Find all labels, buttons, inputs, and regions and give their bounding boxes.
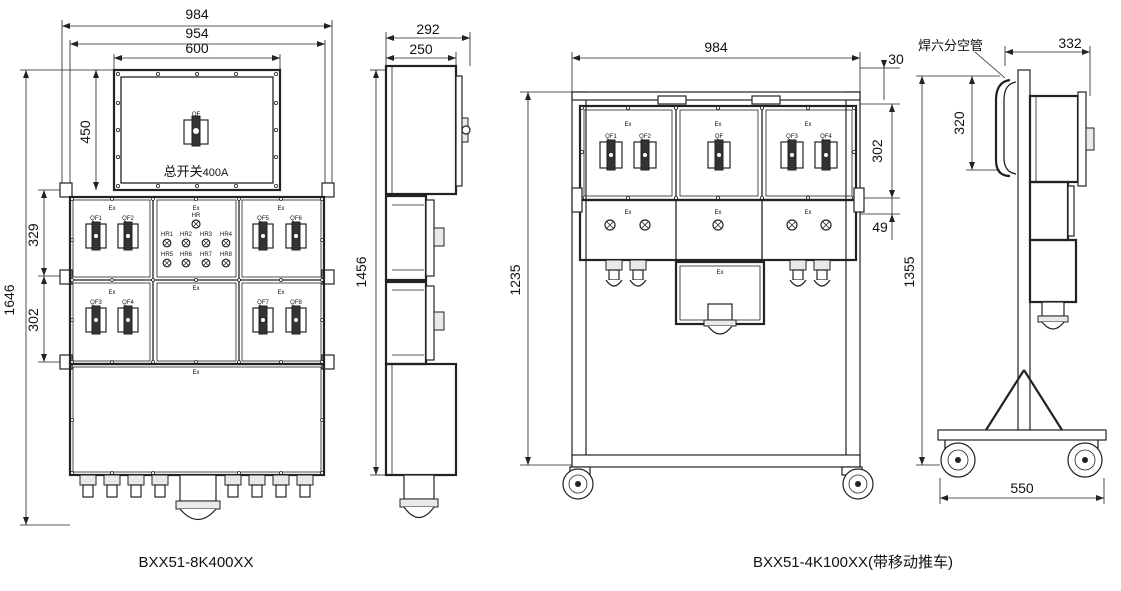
svg-text:HR3: HR3 [200, 232, 213, 238]
main-switch-label-rating: 400A [203, 167, 229, 179]
breaker-qf1: QF1 [599, 134, 623, 171]
dim-top-box-height: 450 [77, 120, 93, 144]
svg-text:QF1: QF1 [90, 216, 102, 222]
svg-text:HR5: HR5 [161, 252, 174, 258]
side-brackets [571, 187, 865, 213]
dim-cart-width: 984 [704, 39, 728, 55]
top-box-bolts [116, 72, 278, 188]
dim-depth-outer: 292 [416, 21, 440, 37]
cart-side-view: 焊六分空管 332 320 1355 [901, 35, 1107, 504]
svg-text:QF4: QF4 [122, 300, 134, 306]
svg-text:QF7: QF7 [257, 300, 269, 306]
breaker-qf1: QF1 [85, 216, 107, 251]
dim-cart-height: 1355 [901, 256, 917, 287]
tube-label: 焊六分空管 [918, 38, 983, 54]
cable-glands [79, 474, 314, 521]
breaker-qf8: QF8 [285, 300, 307, 335]
dim-overall-height: 1646 [1, 284, 17, 315]
ex-mark: Ex [804, 210, 811, 216]
svg-text:HR4: HR4 [220, 232, 233, 238]
right-lamps [604, 219, 832, 231]
main-switch-label-cn: 总开关 [164, 165, 203, 180]
breaker-qf2: QF2 [633, 134, 657, 171]
dim-row-height-2: 302 [25, 308, 41, 332]
main-switch-label: 总开关400A [164, 165, 229, 180]
dim-inner-width: 954 [185, 25, 209, 41]
breaker-qf6: QF6 [285, 216, 307, 251]
bottom-box-bolts [70, 418, 324, 475]
dim-base-width: 550 [1010, 480, 1034, 496]
dim-offset-small: 30 [888, 51, 904, 67]
dim-top-box-width: 600 [185, 40, 209, 56]
right-cable-glands [605, 259, 831, 287]
ex-mark: Ex [108, 206, 115, 212]
svg-text:HR1: HR1 [161, 232, 174, 238]
svg-text:HR7: HR7 [200, 252, 213, 258]
svg-text:QF4: QF4 [820, 134, 832, 140]
svg-text:HR6: HR6 [180, 252, 193, 258]
ex-mark: Ex [714, 122, 721, 128]
dim-cart-upper-height: 320 [951, 111, 967, 135]
breaker-qf3: QF3 [780, 134, 804, 171]
ex-mark: Ex [192, 370, 199, 376]
ex-mark: Ex [108, 290, 115, 296]
breaker-qf4: QF4 [814, 134, 838, 171]
dim-lower-gap: 49 [872, 219, 888, 235]
breaker-qf3: QF3 [85, 300, 107, 335]
left-caption: BXX51-8K400XX [138, 554, 253, 571]
dim-row-height-1: 329 [25, 223, 41, 247]
svg-text:QF6: QF6 [290, 216, 302, 222]
svg-text:HR8: HR8 [220, 252, 233, 258]
indicator-lamps: HR HR1 HR2 HR3 HR4 HR5 HR6 HR7 HR8 [161, 213, 233, 268]
ex-mark: Ex [716, 270, 723, 276]
side-view: 292 250 1456 [353, 21, 471, 519]
frame-bolts [70, 197, 324, 364]
dim-top-width: 332 [1058, 35, 1082, 51]
cart-wheels [562, 466, 874, 500]
ex-mark: Ex [624, 122, 631, 128]
left-front-view: 984 954 600 1646 450 329 302 [1, 6, 335, 526]
breaker-qf5: QF5 [252, 216, 274, 251]
dim-frame-height: 1235 [507, 264, 523, 295]
svg-text:QF8: QF8 [290, 300, 302, 306]
dim-upper-height: 302 [869, 139, 885, 163]
svg-text:QF2: QF2 [122, 216, 134, 222]
svg-text:QF1: QF1 [605, 134, 617, 140]
dim-side-height: 1456 [353, 256, 369, 287]
ex-mark: Ex [277, 290, 284, 296]
svg-text:QF3: QF3 [90, 300, 102, 306]
cart-side-wheels [940, 442, 1103, 478]
right-front-view: 984 30 1235 302 49 [507, 39, 904, 500]
svg-text:QF3: QF3 [786, 134, 798, 140]
svg-text:QF: QF [715, 134, 724, 140]
ex-mark: Ex [714, 210, 721, 216]
svg-text:QF2: QF2 [639, 134, 651, 140]
right-caption: BXX51-4K100XX(带移动推车) [753, 554, 953, 571]
svg-text:QF5: QF5 [257, 216, 269, 222]
ex-mark: Ex [804, 122, 811, 128]
svg-text:HR: HR [192, 213, 201, 219]
dim-overall-width: 984 [185, 6, 209, 22]
breaker-qf4: QF4 [117, 300, 139, 335]
main-switch-tag: QF [192, 112, 201, 118]
dim-depth-inner: 250 [409, 41, 433, 57]
breaker-qf: QF [707, 134, 731, 171]
svg-text:HR2: HR2 [180, 232, 193, 238]
ex-mark: Ex [277, 206, 284, 212]
ex-mark: Ex [192, 286, 199, 292]
main-switch-handle-icon [183, 115, 209, 147]
breaker-qf7: QF7 [252, 300, 274, 335]
ex-mark: Ex [192, 206, 199, 212]
ex-mark: Ex [624, 210, 631, 216]
breaker-qf2: QF2 [117, 216, 139, 251]
